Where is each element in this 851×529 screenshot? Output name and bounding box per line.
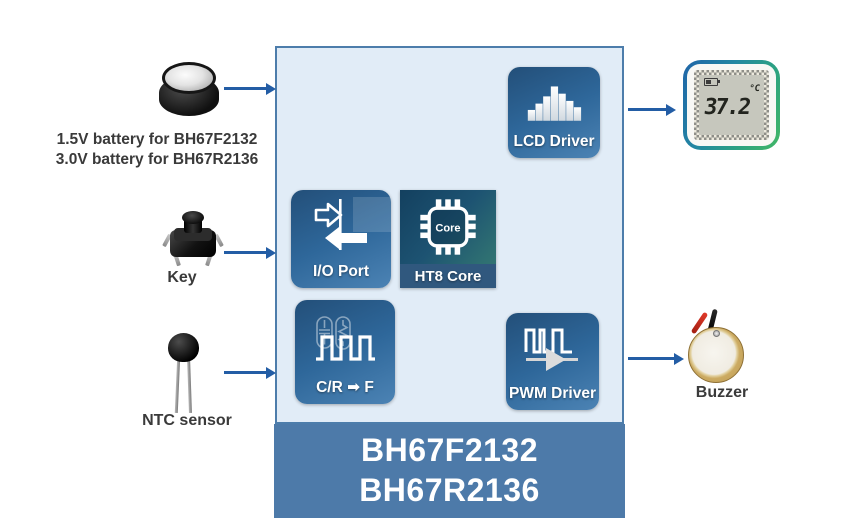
buzzer-solder-joint <box>713 330 720 337</box>
lcd-checker-border: 37.2 °C <box>694 70 769 140</box>
arrow-battery-to-chip <box>224 82 276 95</box>
temperature-value: 37.2 <box>701 94 751 120</box>
arrow-chip-to-lcd-display <box>628 103 676 116</box>
lcd-bars-icon-svg <box>527 86 582 121</box>
ht8-core-label: HT8 Core <box>414 267 482 285</box>
switch-top-face <box>174 228 212 241</box>
chip-title-band: BH67F2132 BH67R2136 <box>274 424 625 518</box>
pwm-wave-amplifier-icon <box>506 313 599 385</box>
io-port-icon-svg <box>314 198 367 250</box>
chip-title-line2: BH67R2136 <box>359 472 540 508</box>
ht8-core-strip: HT8 Core <box>400 264 496 288</box>
key-caption: Key <box>167 269 197 286</box>
chip-title-line1: BH67F2132 <box>360 432 539 468</box>
cr-to-f-label: C/R ➡ F <box>316 379 374 396</box>
lcd-driver-block: LCD Driver <box>508 67 600 158</box>
coin-battery-image <box>158 62 220 118</box>
lcd-temperature-display: 37.2 °C <box>683 60 780 150</box>
battery-top-face <box>162 62 216 94</box>
arrow-ntc-to-chip <box>224 366 276 379</box>
io-port-block: I/O Port <box>291 190 391 288</box>
io-highlight-square <box>353 197 391 232</box>
thermistor-lead <box>174 356 181 414</box>
lcd-bars-icon <box>508 67 600 133</box>
lcd-display-frame: 37.2 °C <box>687 64 776 146</box>
rc-to-frequency-wave-icon <box>295 300 395 378</box>
thermistor-lead <box>187 356 192 414</box>
pwm-driver-label: PWM Driver <box>509 385 596 402</box>
battery-caption-line2: 3.0V battery for BH67R2136 <box>55 151 259 168</box>
piezo-buzzer-image <box>688 308 744 384</box>
ht8-core-icon-svg: Core <box>420 199 476 255</box>
battery-caption: 1.5V battery for BH67F2132 3.0V battery … <box>37 130 277 170</box>
ht8-core-block: Core HT8 Core <box>400 190 496 288</box>
lcd-driver-label: LCD Driver <box>513 133 595 150</box>
ntc-caption: NTC sensor <box>142 412 232 429</box>
buzzer-caption: Buzzer <box>695 384 749 401</box>
arrow-chip-to-buzzer <box>628 352 684 365</box>
battery-caption-line1: 1.5V battery for BH67F2132 <box>56 131 258 148</box>
thermistor-bead <box>168 333 199 362</box>
temperature-unit: °C <box>747 84 761 94</box>
io-port-label: I/O Port <box>313 263 369 280</box>
ntc-thermistor-image <box>164 333 204 414</box>
cr-to-f-block: C/R ➡ F <box>295 300 395 404</box>
lcd-screen: 37.2 °C <box>699 75 764 135</box>
switch-button-cap <box>182 211 204 224</box>
tact-switch-image <box>162 210 224 267</box>
core-chip-text: Core <box>435 222 460 234</box>
crf-icon-svg <box>316 316 375 361</box>
pwm-icon-svg <box>524 328 578 371</box>
arrow-key-to-chip <box>224 246 276 259</box>
bidirectional-arrows-icon <box>291 190 391 263</box>
pwm-driver-block: PWM Driver <box>506 313 599 410</box>
mcu-chip-icon: Core <box>400 190 496 264</box>
battery-level-icon <box>704 78 720 86</box>
